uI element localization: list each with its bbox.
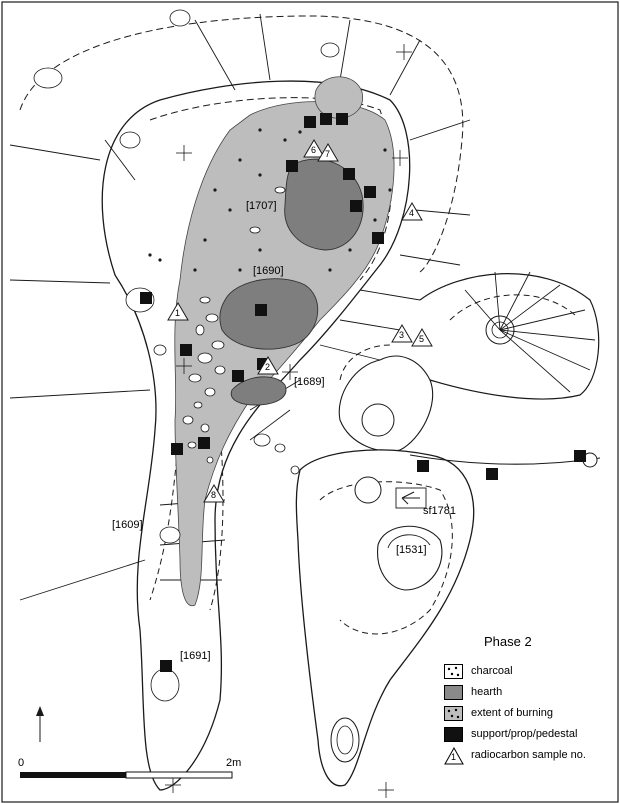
link-structure-outline bbox=[338, 355, 434, 452]
sample-number-5: 5 bbox=[419, 334, 425, 344]
right-round-structure bbox=[419, 271, 600, 400]
link-pit bbox=[361, 403, 395, 437]
burning-top-lobe bbox=[314, 76, 364, 119]
sample-number-4: 4 bbox=[409, 208, 415, 218]
feature-label-1689: [1689] bbox=[294, 376, 325, 388]
legend: charcoal hearth extent of burning suppor… bbox=[444, 662, 614, 767]
inner-dashed-ring bbox=[149, 97, 393, 281]
radiocarbon-triangle-icon bbox=[444, 747, 464, 765]
pit-1531-inner bbox=[387, 534, 431, 549]
sample-number-1: 1 bbox=[175, 308, 181, 318]
legend-item-hearth: hearth bbox=[444, 683, 614, 704]
sample-number-6: 6 bbox=[311, 145, 317, 155]
hearth-1707 bbox=[284, 158, 364, 251]
supports bbox=[140, 113, 586, 672]
scale-start-label: 0 bbox=[18, 757, 25, 769]
charcoal-swatch-icon bbox=[444, 664, 463, 679]
burning-swatch-icon bbox=[444, 706, 463, 721]
feature-label-1609: [1609] bbox=[112, 519, 143, 531]
outer-dashed-boundary bbox=[19, 15, 464, 273]
hearth-1690 bbox=[219, 278, 319, 350]
legend-label-charcoal: charcoal bbox=[471, 665, 513, 677]
legend-item-support: support/prop/pedestal bbox=[444, 725, 614, 746]
sf-arrow bbox=[401, 491, 420, 505]
legend-item-burning: extent of burning bbox=[444, 704, 614, 725]
legend-label-burning: extent of burning bbox=[471, 707, 553, 719]
legend-item-radiocarbon: 1 radiocarbon sample no. bbox=[444, 746, 614, 767]
north-arrow bbox=[36, 706, 44, 742]
link-dashed-line bbox=[339, 344, 391, 381]
legend-label-hearth: hearth bbox=[471, 686, 503, 698]
feature-label-1707: [1707] bbox=[246, 200, 277, 212]
legend-label-radiocarbon: radiocarbon sample no. bbox=[471, 749, 586, 761]
legend-label-support: support/prop/pedestal bbox=[471, 728, 578, 740]
legend-triangle-glyph: 1 bbox=[451, 752, 457, 762]
support-swatch-icon bbox=[444, 727, 463, 742]
scale-end-label: 2m bbox=[226, 757, 242, 769]
sample-number-2: 2 bbox=[265, 362, 271, 372]
pit-1531-outline bbox=[377, 525, 443, 591]
sample-number-8: 8 bbox=[211, 490, 217, 500]
lower-right-outer-line bbox=[409, 454, 601, 465]
feature-label-1531: [1531] bbox=[396, 544, 427, 556]
hearth-1689 bbox=[230, 376, 287, 406]
lower-pit-a bbox=[354, 476, 382, 504]
legend-item-charcoal: charcoal bbox=[444, 662, 614, 683]
phase-title: Phase 2 bbox=[484, 634, 532, 649]
radiocarbon-triangles bbox=[167, 139, 433, 503]
lower-pit-b bbox=[330, 717, 360, 763]
feature-label-1691: [1691] bbox=[180, 650, 211, 662]
scale-bar bbox=[20, 771, 233, 779]
stones bbox=[33, 9, 340, 702]
small-find-label-1781: sf1781 bbox=[423, 505, 457, 517]
charcoal-dots bbox=[148, 128, 392, 272]
hearth-swatch-icon bbox=[444, 685, 463, 700]
lower-right-structure-outline bbox=[295, 449, 475, 787]
survey-crosshairs bbox=[165, 44, 412, 798]
sample-number-7: 7 bbox=[325, 149, 331, 159]
sample-number-3: 3 bbox=[399, 330, 405, 340]
feature-label-1690: [1690] bbox=[253, 265, 284, 277]
